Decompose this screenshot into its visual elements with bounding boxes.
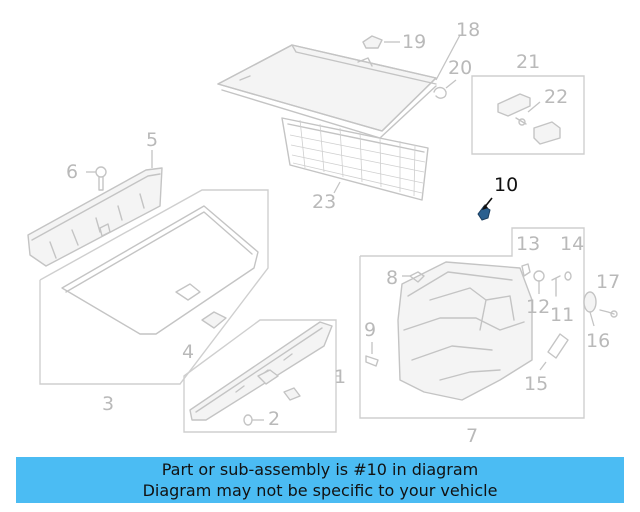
info-banner: Part or sub-assembly is #10 in diagram D… — [16, 457, 624, 503]
fastener-part-16-17 — [583, 291, 618, 327]
callout-17: 17 — [596, 271, 620, 293]
bracket-group-box-21 — [471, 75, 585, 155]
callout-4: 4 — [182, 341, 194, 363]
hook-part-20 — [433, 79, 457, 99]
parts-diagram: 1 2 3 4 5 6 7 8 9 10 11 12 13 14 15 16 1… — [27, 19, 620, 447]
callout-13: 13 — [516, 233, 540, 255]
callout-7: 7 — [466, 425, 478, 447]
callout-11: 11 — [550, 304, 574, 326]
rear-sill-trim-part-5 — [27, 150, 163, 267]
highlighted-part-10 — [477, 197, 493, 221]
floor-board-box-3 — [39, 189, 269, 385]
callout-6: 6 — [66, 161, 78, 183]
clip-part-19 — [362, 35, 400, 49]
callout-15: 15 — [524, 373, 548, 395]
callout-22: 22 — [544, 86, 568, 108]
callout-23: 23 — [312, 191, 336, 213]
quarter-trim-box-7 — [359, 227, 585, 419]
banner-line-disclaimer: Diagram may not be specific to your vehi… — [142, 481, 498, 500]
sill-plate-box-1 — [183, 319, 340, 433]
callout-3: 3 — [102, 393, 114, 415]
callout-10: 10 — [494, 174, 518, 196]
banner-line-part-number: Part or sub-assembly is #10 in diagram — [161, 460, 479, 479]
callout-21: 21 — [516, 51, 540, 73]
callout-14: 14 — [560, 233, 584, 255]
bolt-part-6 — [86, 166, 107, 191]
callout-8: 8 — [386, 267, 398, 289]
cargo-net-part-23 — [281, 117, 429, 201]
callout-12: 12 — [526, 296, 550, 318]
callout-18: 18 — [456, 19, 480, 41]
cargo-cover-part-18 — [217, 34, 461, 139]
callout-19: 19 — [402, 31, 426, 53]
callout-9: 9 — [364, 319, 376, 341]
callout-1: 1 — [334, 366, 346, 388]
callout-2: 2 — [268, 408, 280, 430]
callout-16: 16 — [586, 330, 610, 352]
callout-20: 20 — [448, 57, 472, 79]
callout-5: 5 — [146, 129, 158, 151]
